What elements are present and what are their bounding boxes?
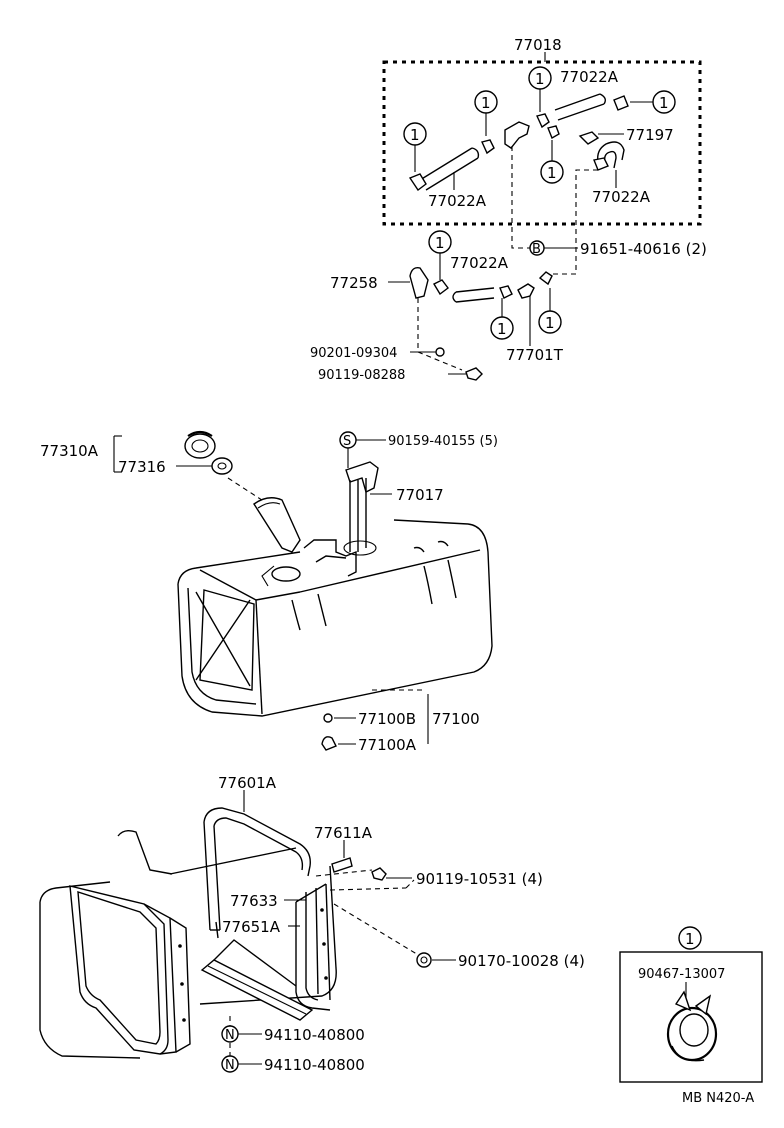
clip-marker-1f: 1 [428,230,452,280]
label-77100: 77100 [432,710,480,728]
inset-marker [678,926,702,950]
label-77611A: 77611A [314,824,373,842]
cap-gasket [211,457,233,475]
hose-clip-icon [666,990,718,1062]
label-90170: 90170-10028 (4) [458,952,585,970]
clip-number: 1 [481,94,491,112]
label-77100B: 77100B [358,710,416,728]
screw-letter: S [343,434,351,449]
check-valve-77258 [388,266,449,299]
clip-marker-1h: 1 [538,288,562,334]
diagram-code: MB N420-A [682,1091,754,1106]
label-77316: 77316 [118,458,166,476]
strap-77601A [203,790,311,931]
label-77017: 77017 [396,486,444,504]
screw-marker-s: S [339,431,386,468]
fuel-sender-gauge [345,461,392,552]
clip-marker-1c: 1 [528,66,552,112]
bolt-marker-b: B [529,240,578,257]
hose-left [408,139,495,192]
clip-number: 1 [659,94,669,112]
clip-detail-inset: 1 90467-13007 [619,926,763,1083]
nut-letter: N [225,1058,235,1073]
bracket-77633 [284,883,331,1011]
label-77633: 77633 [230,892,278,910]
nut-letter: N [225,1028,235,1043]
label-90119-10531: 90119-10531 (4) [416,870,543,888]
nut-90170-10028 [416,952,456,968]
clip-marker-1d: 1 [630,90,676,114]
drain-gasket [321,736,356,751]
hose-top [554,93,629,121]
clip-number: 1 [410,126,420,144]
assembly-77018-box [382,60,702,226]
tank-ghost-outline [39,829,297,1059]
label-94110-upper: 94110-40800 [264,1026,365,1044]
drain-plug [323,713,356,723]
inset-frame [619,951,763,1083]
stud-77611A [331,840,353,873]
washer-90201 [435,347,445,357]
end-band-left [69,885,191,1055]
label-91651: 91651-40616 (2) [580,240,707,258]
u-hose-right [578,131,625,188]
clip-number: 1 [535,70,545,88]
bolt-letter: B [532,242,541,257]
vent-hose-assembly: 77018 77022A 77022A [310,36,707,383]
label-77100A: 77100A [358,736,417,754]
clip-marker-1g: 1 [490,298,514,340]
label-77022A-mid: 77022A [450,254,509,272]
label-90201: 90201-09304 [310,346,397,361]
fuel-tank-body [177,519,493,717]
clip-marker-1b: 1 [474,90,498,136]
bolt-90119-10531 [371,867,412,881]
fuel-cap [184,430,216,459]
label-77018: 77018 [514,36,562,54]
label-77022A-left: 77022A [428,192,487,210]
clip-marker-1e: 1 [540,140,564,184]
fuel-tank-assembly: 77310A 77316 77017 S 90159-40155 (5) [40,430,498,754]
center-fitting [504,113,560,149]
label-90119-08288: 90119-08288 [318,368,405,383]
label-77310A: 77310A [40,442,99,460]
label-77022A-right: 77022A [592,188,651,206]
inset-marker-number: 1 [685,930,695,948]
nut-marker-n-lower: N [221,1055,262,1073]
label-77197: 77197 [626,126,674,144]
clip-marker-1a: 1 [403,122,427,172]
clip-number: 1 [547,164,557,182]
pad-77651A [200,921,314,1021]
clip-number: 1 [435,234,445,252]
label-90159: 90159-40155 (5) [388,434,498,449]
bolt-90119-08288 [448,367,483,381]
label-77651A: 77651A [222,918,281,936]
label-77022A-top: 77022A [560,68,619,86]
hose-middle [452,271,553,346]
tank-mounting-bands: 77601A 77611A 90119-10531 (4) 77633 [39,774,585,1074]
label-77601A: 77601A [218,774,277,792]
clip-number: 1 [545,314,555,332]
nut-marker-n-upper: N [221,1025,262,1043]
label-90467: 90467-13007 [638,967,725,982]
label-77258: 77258 [330,274,378,292]
label-94110-lower: 94110-40800 [264,1056,365,1074]
filler-neck [253,497,301,553]
label-77701T: 77701T [506,346,564,364]
clip-number: 1 [497,320,507,338]
